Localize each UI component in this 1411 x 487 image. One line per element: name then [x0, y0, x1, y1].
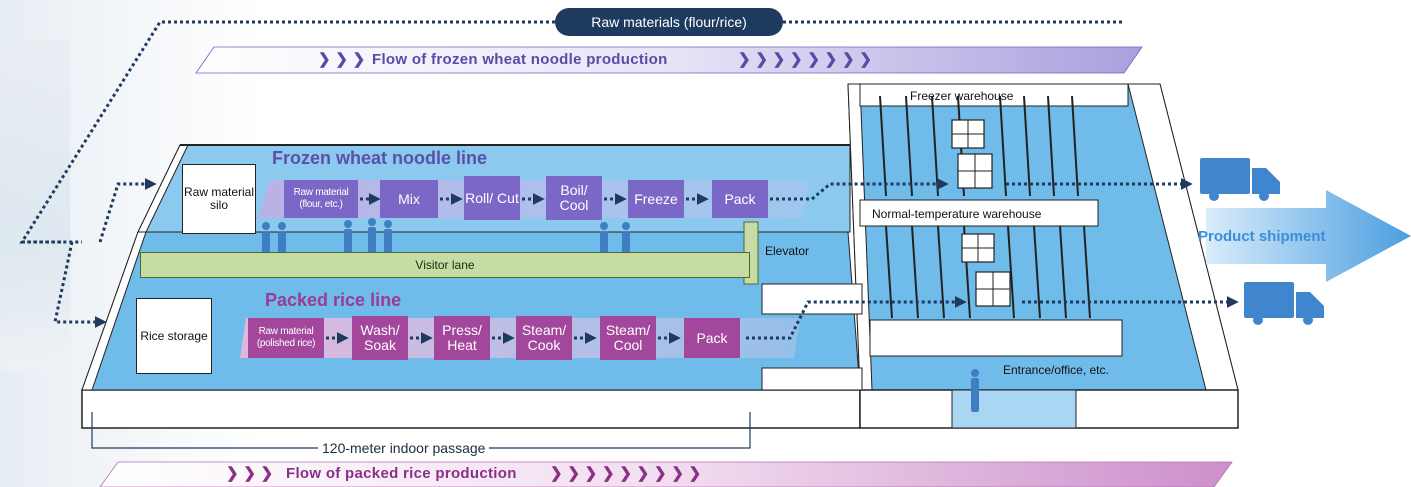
truck-top — [1200, 158, 1280, 201]
noodle-flow-band — [195, 46, 1143, 74]
noodle-step-roll-cut: Roll/ Cut — [464, 176, 520, 220]
noodle-step-pack: Pack — [712, 180, 768, 218]
rice-flow-chevrons-right: ❯ ❯ ❯ ❯ ❯ ❯ ❯ ❯ ❯ — [550, 465, 702, 482]
rice-step-wash-soak: Wash/ Soak — [352, 316, 408, 360]
rice-step-pack: Pack — [684, 318, 740, 358]
rice-flow-chevrons-left: ❯ ❯ ❯ — [226, 465, 274, 482]
rice-step-raw-material: Raw material (polished rice) — [248, 318, 324, 358]
rice-storage: Rice storage — [136, 298, 212, 374]
entrance-office-label: Entrance/office, etc. — [1003, 363, 1109, 377]
noodle-flow-chevrons-left: ❯ ❯ ❯ — [318, 51, 366, 68]
rice-flow-label: ❯ ❯ ❯ Flow of packed rice production ❯ ❯… — [100, 461, 1240, 487]
noodle-flow-label: ❯ ❯ ❯ Flow of frozen wheat noodle produc… — [200, 47, 1140, 73]
noodle-step-raw-material: Raw material (flour, etc.) — [284, 180, 358, 218]
noodle-flow-text: Flow of frozen wheat noodle production — [372, 51, 668, 68]
freezer-warehouse-label: Freezer warehouse — [910, 89, 1014, 103]
rice-flow-band — [99, 461, 1233, 487]
rice-step-press-heat: Press/ Heat — [434, 316, 490, 360]
rice-step-steam-cool: Steam/ Cool — [600, 316, 656, 360]
background-scenery — [0, 40, 70, 370]
noodle-step-mix: Mix — [380, 180, 438, 218]
rice-flow-text: Flow of packed rice production — [286, 465, 517, 482]
noodle-line-title: Frozen wheat noodle line — [272, 148, 488, 168]
noodle-step-boil-cool: Boil/ Cool — [546, 176, 602, 220]
shipment-arrow — [1206, 190, 1411, 282]
raw-materials-label: Raw materials (flour/rice) — [555, 8, 783, 36]
noodle-step-freeze: Freeze — [628, 180, 684, 218]
product-shipment-label: Product shipment — [1198, 228, 1326, 245]
elevator-label: Elevator — [765, 244, 810, 258]
normal-warehouse-label: Normal-temperature warehouse — [872, 207, 1042, 221]
noodle-flow-chevrons-right: ❯ ❯ ❯ ❯ ❯ ❯ ❯ ❯ — [738, 51, 873, 68]
truck-bottom — [1244, 282, 1324, 325]
rice-line-title: Packed rice line — [265, 290, 402, 310]
raw-material-silo: Raw material silo — [182, 164, 256, 234]
visitor-lane: Visitor lane — [140, 252, 750, 278]
indoor-passage-label: 120-meter indoor passage — [318, 440, 490, 456]
rice-step-steam-cook: Steam/ Cook — [516, 316, 572, 360]
